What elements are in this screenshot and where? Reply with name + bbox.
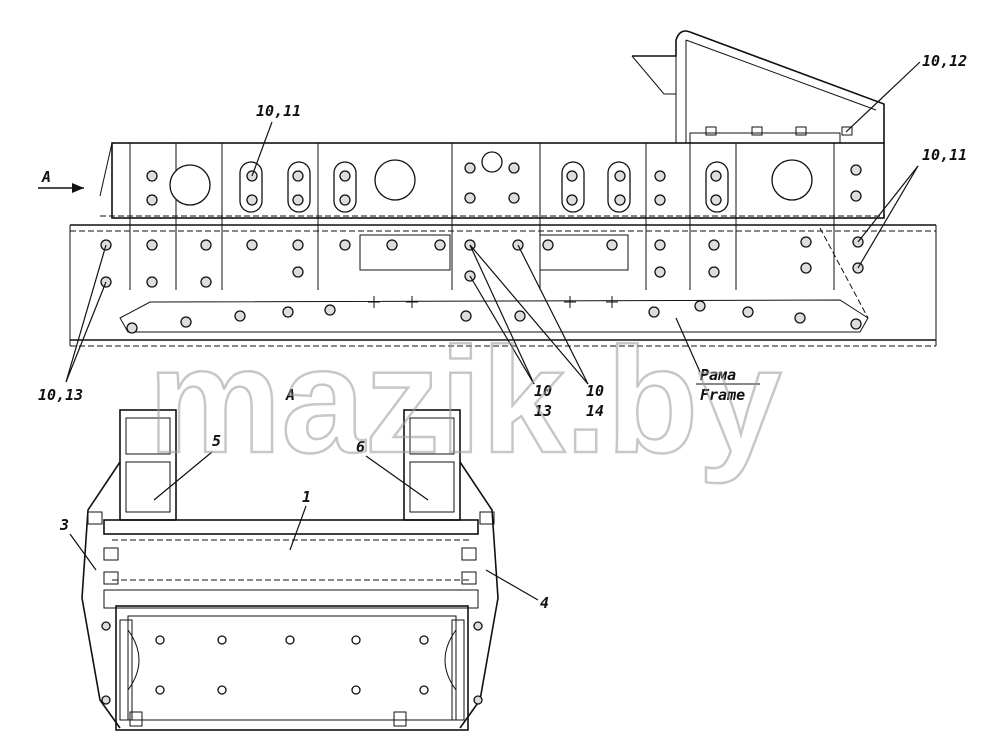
callout-10-12: 10,12 (845, 52, 967, 133)
svg-text:10,13: 10,13 (38, 386, 83, 404)
svg-text:Frame: Frame (700, 386, 745, 404)
svg-text:14: 14 (586, 402, 604, 420)
callout-part-5: 5 (153, 432, 221, 501)
svg-text:Рама: Рама (700, 366, 736, 384)
svg-text:3: 3 (59, 516, 69, 534)
callout-10-14-stacked: 10 14 (469, 244, 604, 420)
callout-part-3: 3 (59, 516, 97, 571)
view-arrow-a: A (38, 168, 84, 193)
svg-text:10,11: 10,11 (256, 102, 301, 120)
svg-text:10: 10 (534, 382, 552, 400)
callout-10-13-stacked: 10 13 (469, 244, 552, 420)
svg-text:5: 5 (212, 432, 221, 450)
callout-10-13: 10,13 (38, 244, 107, 404)
svg-text:6: 6 (356, 438, 365, 456)
frame-bolts (100, 162, 864, 334)
callout-part-6: 6 (356, 438, 429, 501)
svg-text:4: 4 (540, 594, 549, 612)
view-arrow-label: A (41, 168, 51, 186)
callout-10-11-right: 10,11 (857, 146, 967, 269)
svg-text:1: 1 (302, 488, 311, 506)
callout-frame: Рама Frame (675, 317, 760, 404)
callout-part-4: 4 (485, 569, 549, 612)
section-view-label: A (285, 386, 295, 404)
callout-10-11-left: 10,11 (251, 102, 301, 177)
svg-text:13: 13 (534, 402, 552, 420)
frame-side-view (69, 30, 937, 347)
svg-text:10,11: 10,11 (922, 146, 967, 164)
svg-text:10: 10 (586, 382, 604, 400)
section-view-a (81, 409, 499, 731)
svg-text:10,12: 10,12 (922, 52, 967, 70)
callout-part-1: 1 (289, 488, 311, 551)
watermark: mazik.by (148, 316, 782, 484)
